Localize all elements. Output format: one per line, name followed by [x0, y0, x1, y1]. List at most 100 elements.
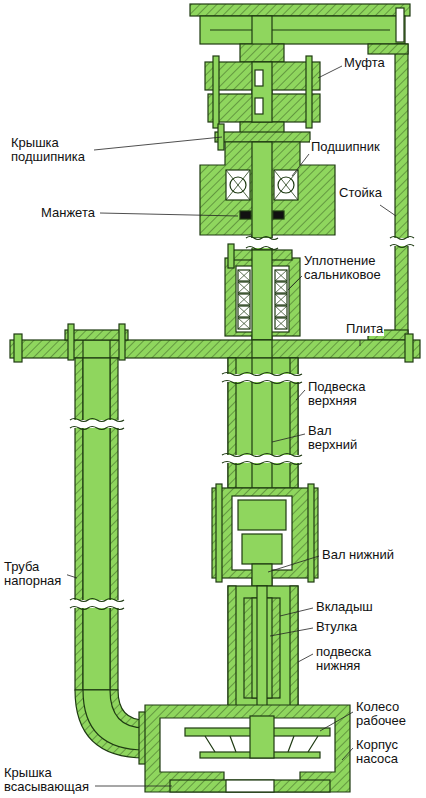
part-label: Вал верхний [307, 424, 363, 452]
pressure-pipe-part [70, 419, 124, 430]
pressure-pipe-part [68, 324, 74, 360]
packing-rings-part [275, 306, 287, 317]
bearing-housing-part [274, 170, 298, 200]
part-label: Стойка [338, 186, 383, 200]
base-plate-part [252, 340, 272, 358]
stand-part [390, 237, 414, 248]
part-label: Колесо рабочее [355, 700, 412, 728]
pump-casing-part [145, 705, 350, 792]
part-label: Плита [345, 322, 384, 336]
shaft-coupling-housing-part [216, 484, 222, 582]
leader-lines-part [94, 137, 222, 150]
part-label: Втулка [315, 620, 358, 634]
gland-seal-part [252, 250, 272, 340]
upper-hanger [222, 358, 304, 488]
coupling-part [240, 44, 284, 62]
bearing-housing-part [240, 211, 251, 219]
packing-rings-part [275, 318, 287, 329]
pump-drawing-part [10, 4, 420, 792]
part-label: Подвеска верхняя [307, 380, 371, 408]
part-label: Крышка всасывающая [3, 766, 95, 794]
coupling-part [255, 70, 263, 86]
bearing-housing-part [273, 211, 284, 219]
leader-lines-part [288, 276, 302, 290]
stand-part [368, 44, 408, 54]
pressure-pipe [65, 324, 147, 764]
shaft-coupling-housing-part [252, 564, 272, 586]
pump-casing-part [250, 716, 274, 758]
bearing-housing-part [246, 237, 278, 250]
packing-rings-part [275, 306, 287, 317]
pressure-pipe-part [83, 690, 145, 750]
lower-hanger [228, 586, 298, 716]
stand-part [395, 44, 408, 340]
leader-lines-part [318, 66, 342, 78]
pressure-pipe-part [119, 324, 125, 360]
pressure-pipe-part [110, 358, 118, 690]
motor-mount-part [200, 16, 405, 44]
pressure-pipe-part [70, 599, 124, 610]
packing-rings-part [238, 294, 250, 305]
packing-rings-part [238, 318, 250, 329]
pump-casing-part [160, 718, 335, 782]
packing-rings-part [238, 270, 250, 281]
leader-lines-part [94, 786, 172, 787]
part-label: Уплотнение сальниковое [303, 254, 386, 282]
part-label: Муфта [343, 56, 386, 70]
leader-lines-part [380, 205, 396, 216]
pump-casing-part [205, 736, 318, 752]
packing-rings-part [275, 282, 287, 293]
gland-seal-part [228, 244, 234, 268]
pump-casing [145, 705, 350, 792]
packing-rings-part [275, 318, 287, 329]
leader-lines-part [296, 390, 305, 400]
coupling-part [252, 62, 272, 122]
gland-seal [225, 244, 300, 340]
packing-rings-part [238, 294, 250, 305]
leader-lines-part [280, 608, 313, 616]
bearing-housing-part [274, 170, 298, 200]
packing-rings-part [238, 318, 250, 329]
upper-hanger-part [222, 373, 302, 384]
shaft-coupling-housing [212, 484, 318, 586]
motor-mount [190, 4, 410, 44]
leader-lines [46, 66, 396, 786]
shaft-coupling-housing-part [232, 496, 292, 570]
shaft-coupling-housing-part [242, 534, 282, 564]
leader-lines-part [270, 628, 313, 636]
pump-casing-part [226, 780, 274, 792]
packing-rings-part [275, 294, 287, 305]
coupling-part [306, 56, 312, 128]
shaft-coupling-housing-part [308, 484, 314, 582]
coupling-part [213, 56, 219, 128]
packing-rings-part [238, 306, 250, 317]
lower-hanger-part [290, 586, 298, 706]
part-label: Корпус насоса [355, 738, 404, 766]
leader-lines-part [360, 340, 361, 346]
leader-lines-part [268, 556, 319, 572]
coupling-part [255, 98, 263, 114]
leader-lines-part [100, 213, 238, 216]
pump-casing-part [170, 780, 330, 792]
part-label: Вал нижний [321, 548, 395, 562]
packing-rings-part [238, 282, 250, 293]
pressure-pipe-part [83, 358, 110, 690]
bearing-housing-part [252, 142, 272, 238]
leader-lines-part [292, 154, 309, 176]
shaft-coupling-housing-part [238, 500, 286, 530]
part-label: Труба напорная [3, 560, 67, 588]
leader-lines-part [320, 712, 353, 731]
packing-rings-part [238, 306, 250, 317]
base-plate-part [14, 334, 22, 362]
lower-hanger-part [257, 586, 267, 716]
leader-lines-part [342, 748, 353, 760]
part-label: Вкладыш [315, 600, 374, 614]
base-plate-part [83, 340, 110, 358]
base-plate-part [405, 334, 413, 362]
part-label: подвеска нижняя [315, 645, 377, 673]
packing-rings [238, 270, 287, 329]
packing-rings-part [238, 282, 250, 293]
bearing-housing-part [226, 170, 250, 200]
pressure-pipe-part [70, 600, 124, 608]
